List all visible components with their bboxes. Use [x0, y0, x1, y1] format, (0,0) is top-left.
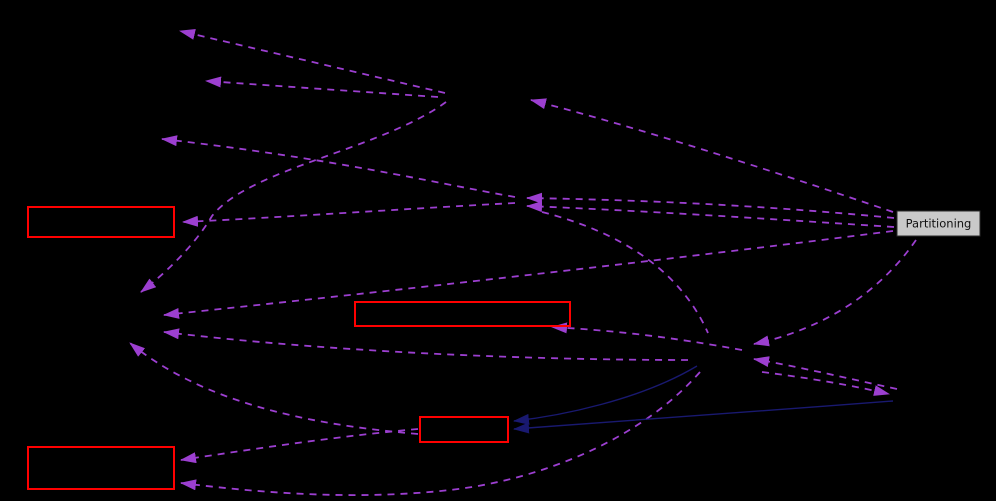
nodes-layer: Partitioning	[27, 206, 981, 490]
red-node-left-top-box[interactable]	[27, 206, 175, 238]
red-node-center-small[interactable]	[419, 416, 509, 443]
edge-hub-top-to-upper-left-1	[179, 29, 446, 94]
edge-inherit-far-right-to-small-red	[513, 400, 894, 434]
edge-hub-top-curve-to-left-hub	[140, 101, 447, 293]
red-node-center[interactable]	[354, 301, 571, 327]
partitioning-node[interactable]: Partitioning	[896, 210, 981, 237]
edge-partitioning-to-left-hub	[163, 230, 894, 319]
edge-mid-to-left-third	[161, 135, 516, 198]
edge-far-right-to-right-hub	[753, 356, 898, 390]
red-node-center-small-box[interactable]	[419, 416, 509, 443]
edge-small-red-to-left-hub	[129, 342, 419, 435]
edge-right-hub-to-red-center	[551, 322, 743, 351]
red-node-left-bottom-box[interactable]	[27, 446, 175, 490]
red-node-left-bottom[interactable]	[27, 446, 175, 490]
edge-inherit-right-hub-to-small-red	[513, 365, 698, 425]
edges-layer	[129, 29, 917, 496]
edge-partitioning-to-mid-2	[526, 201, 895, 228]
edge-partitioning-to-hub-top	[530, 98, 894, 213]
partitioning-node-box[interactable]	[896, 210, 981, 237]
edge-right-hub-to-far-right	[761, 371, 890, 396]
partitioning-node-label: Partitioning	[906, 217, 972, 231]
red-node-center-box[interactable]	[354, 301, 571, 327]
edge-right-hub-to-left-hub	[163, 328, 689, 361]
edge-mid-to-red-left-top	[182, 202, 516, 227]
edge-partitioning-to-mid-1	[526, 192, 895, 219]
edge-partitioning-to-right-hub	[753, 239, 917, 347]
red-node-left-top[interactable]	[27, 206, 175, 238]
edge-mid-curve-to-right-hub	[541, 211, 709, 334]
